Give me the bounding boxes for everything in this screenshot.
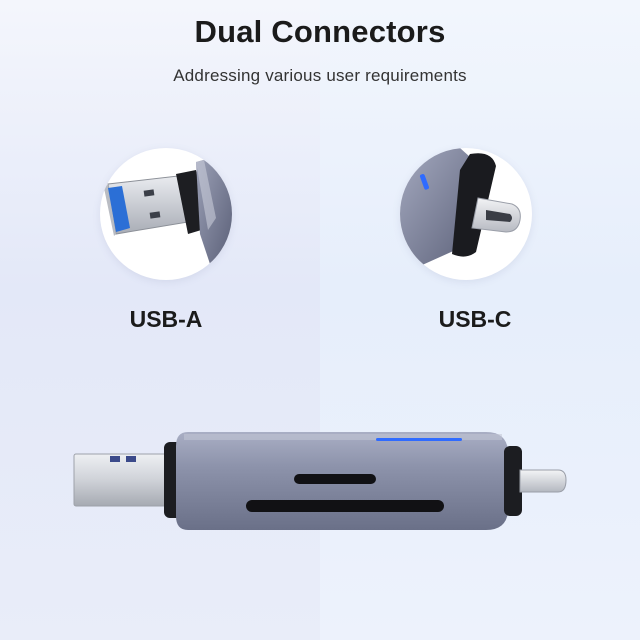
usb-c-connector-icon bbox=[400, 148, 532, 280]
usb-a-label: USB-A bbox=[129, 306, 203, 332]
usb-c-label: USB-C bbox=[438, 306, 512, 332]
card-reader-device-image bbox=[60, 420, 580, 540]
background-right-panel bbox=[320, 0, 640, 640]
usb-a-connector-icon bbox=[100, 148, 232, 280]
page-title: Dual Connectors bbox=[194, 14, 446, 49]
background-left-panel bbox=[0, 0, 320, 640]
page-subtitle: Addressing various user requirements bbox=[173, 66, 467, 85]
